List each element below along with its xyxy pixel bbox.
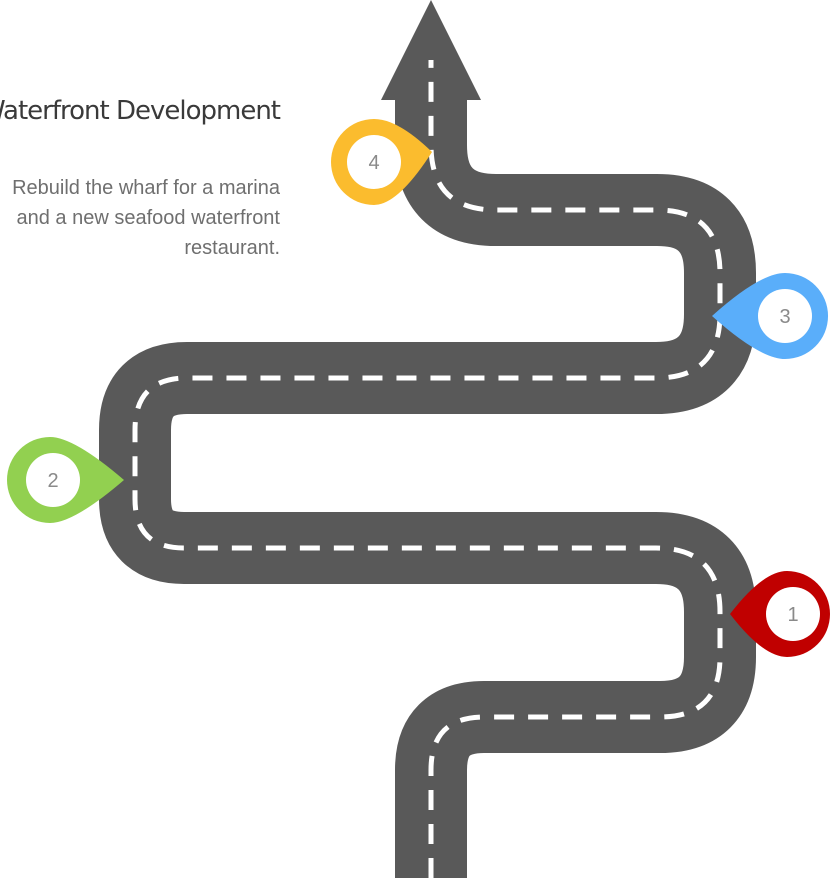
milestone-1-number: 1 xyxy=(787,604,798,626)
milestone-3-number: 3 xyxy=(779,306,790,328)
milestone-heading: Waterfront Development xyxy=(0,96,281,126)
milestone-4-number: 4 xyxy=(368,152,379,174)
milestone-3-marker: 3 xyxy=(712,273,829,360)
description-line-2: and a new seafood waterfront xyxy=(16,207,280,229)
lane-marking xyxy=(132,60,723,878)
description-line-1: Rebuild the wharf for a marina xyxy=(12,177,280,199)
milestone-4-marker: 4 xyxy=(331,119,432,205)
milestone-2-marker: 2 xyxy=(7,437,124,523)
milestone-1-marker: 1 xyxy=(730,571,830,657)
milestone-2-number: 2 xyxy=(47,470,58,492)
description-line-3: restaurant. xyxy=(184,237,280,259)
milestone-description: Rebuild the wharf for a marina and a new… xyxy=(0,173,280,263)
road-arrowhead xyxy=(381,0,481,100)
